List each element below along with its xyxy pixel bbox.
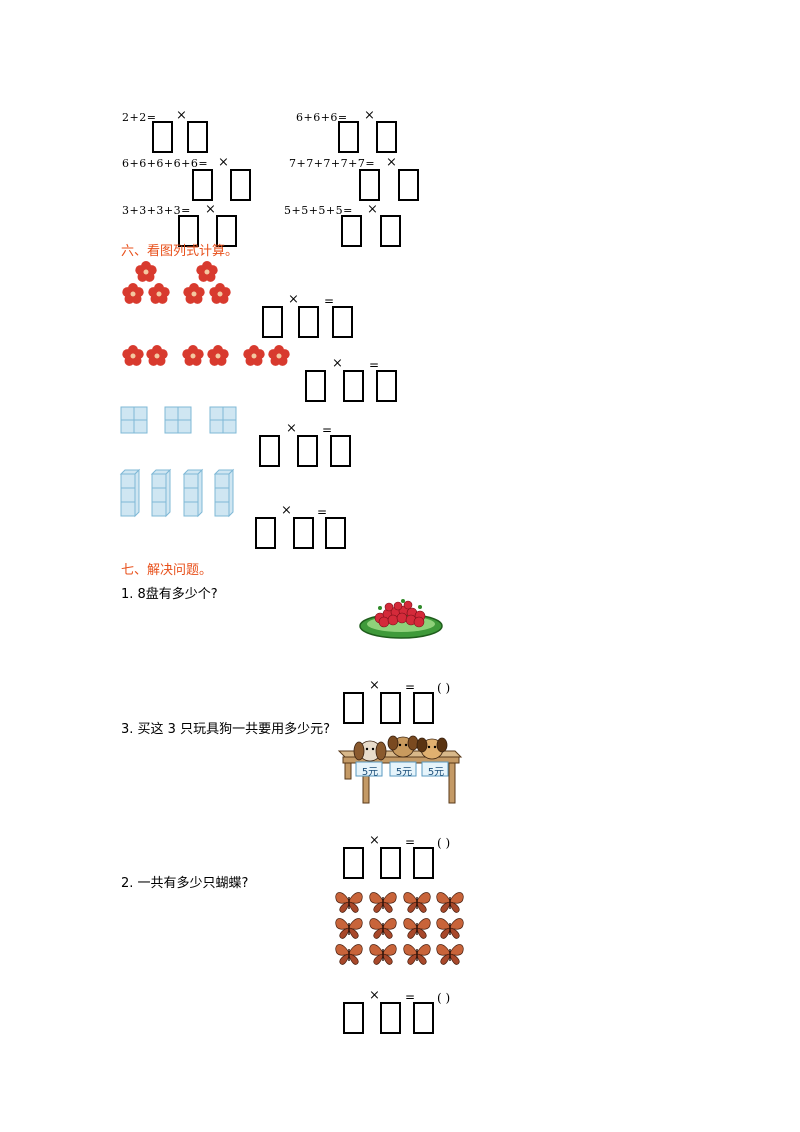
equals-sign: = bbox=[405, 680, 416, 694]
answer-box[interactable] bbox=[192, 169, 213, 201]
cube-blocks-illustration bbox=[119, 406, 237, 518]
expression: 6+6+6+6+6= bbox=[122, 157, 209, 170]
answer-box[interactable] bbox=[380, 215, 401, 247]
answer-box[interactable] bbox=[230, 169, 251, 201]
equals-sign: = bbox=[369, 358, 380, 372]
unit-parentheses: ( ) bbox=[437, 681, 451, 695]
butterflies-illustration bbox=[335, 891, 464, 966]
answer-box[interactable] bbox=[152, 121, 173, 153]
equals-sign: = bbox=[317, 505, 328, 519]
answer-box[interactable] bbox=[413, 692, 434, 724]
times-sign: × bbox=[176, 108, 187, 123]
times-sign: × bbox=[286, 421, 297, 436]
times-sign: × bbox=[332, 356, 343, 371]
question-text: 3. 买这 3 只玩具狗一共要用多少元? bbox=[121, 722, 330, 737]
answer-box[interactable] bbox=[255, 517, 276, 549]
price-tag: 5元 bbox=[361, 767, 379, 778]
answer-box[interactable] bbox=[178, 215, 199, 247]
times-sign: × bbox=[281, 503, 292, 518]
answer-box[interactable] bbox=[359, 169, 380, 201]
answer-box[interactable] bbox=[259, 435, 280, 467]
answer-box[interactable] bbox=[376, 370, 397, 402]
answer-box[interactable] bbox=[298, 306, 319, 338]
answer-box[interactable] bbox=[262, 306, 283, 338]
answer-box[interactable] bbox=[343, 370, 364, 402]
answer-box[interactable] bbox=[380, 1002, 401, 1034]
times-sign: × bbox=[369, 833, 380, 848]
section-heading: 六、看图列式计算。 bbox=[121, 244, 239, 259]
answer-box[interactable] bbox=[413, 847, 434, 879]
unit-parentheses: ( ) bbox=[437, 991, 451, 1005]
section-heading: 七、解决问题。 bbox=[121, 563, 213, 578]
equals-sign: = bbox=[324, 294, 335, 308]
equals-sign: = bbox=[405, 835, 416, 849]
times-sign: × bbox=[369, 988, 380, 1003]
answer-box[interactable] bbox=[413, 1002, 434, 1034]
answer-box[interactable] bbox=[330, 435, 351, 467]
times-sign: × bbox=[386, 155, 397, 170]
answer-box[interactable] bbox=[187, 121, 208, 153]
expression: 2+2= bbox=[122, 111, 157, 124]
answer-box[interactable] bbox=[343, 1002, 364, 1034]
answer-box[interactable] bbox=[332, 306, 353, 338]
strawberry-plate-illustration bbox=[359, 599, 443, 639]
answer-box[interactable] bbox=[380, 847, 401, 879]
answer-box[interactable] bbox=[343, 847, 364, 879]
answer-box[interactable] bbox=[216, 215, 237, 247]
equals-sign: = bbox=[322, 423, 333, 437]
price-tag: 5元 bbox=[395, 767, 413, 778]
price-tag: 5元 bbox=[427, 767, 445, 778]
answer-box[interactable] bbox=[343, 692, 364, 724]
expression: 5+5+5+5= bbox=[284, 204, 353, 217]
answer-box[interactable] bbox=[293, 517, 314, 549]
answer-box[interactable] bbox=[305, 370, 326, 402]
expression: 3+3+3+3= bbox=[122, 204, 191, 217]
times-sign: × bbox=[205, 202, 216, 217]
times-sign: × bbox=[367, 202, 378, 217]
answer-box[interactable] bbox=[376, 121, 397, 153]
answer-box[interactable] bbox=[325, 517, 346, 549]
equals-sign: = bbox=[405, 990, 416, 1004]
times-sign: × bbox=[369, 678, 380, 693]
times-sign: × bbox=[364, 108, 375, 123]
times-sign: × bbox=[218, 155, 229, 170]
unit-parentheses: ( ) bbox=[437, 836, 451, 850]
expression: 6+6+6= bbox=[296, 111, 348, 124]
expression: 7+7+7+7+7= bbox=[289, 157, 376, 170]
answer-box[interactable] bbox=[341, 215, 362, 247]
answer-box[interactable] bbox=[380, 692, 401, 724]
answer-box[interactable] bbox=[398, 169, 419, 201]
toy-dogs-table-illustration bbox=[337, 735, 463, 804]
question-text: 1. 8盘有多少个? bbox=[121, 587, 218, 602]
answer-box[interactable] bbox=[297, 435, 318, 467]
times-sign: × bbox=[288, 292, 299, 307]
answer-box[interactable] bbox=[338, 121, 359, 153]
question-text: 2. 一共有多少只蝴蝶? bbox=[121, 876, 249, 891]
